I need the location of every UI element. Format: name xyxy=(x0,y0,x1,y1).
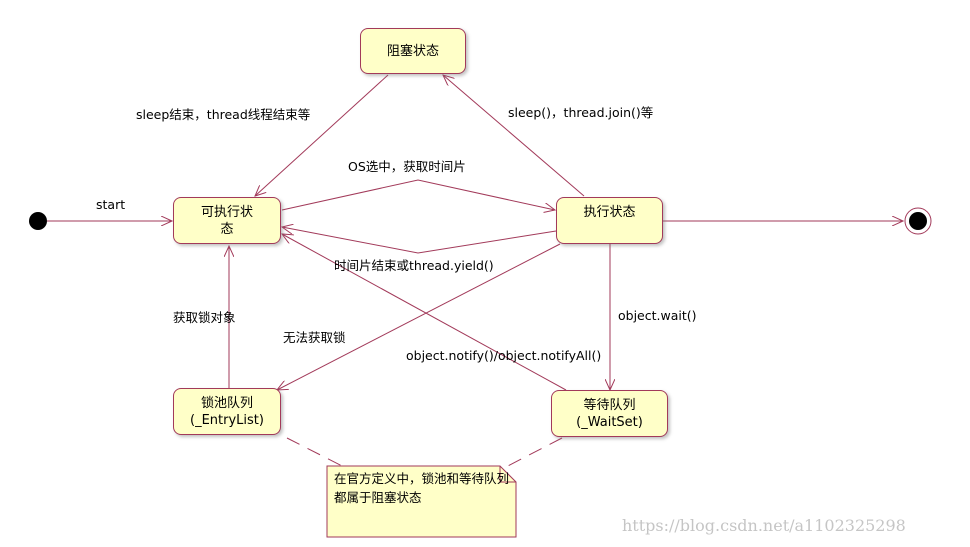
note-link-left xyxy=(286,437,351,471)
final-node-inner xyxy=(909,212,927,230)
label-no-lock: 无法获取锁 xyxy=(283,330,346,345)
state-runnable-line1: 可执行状 xyxy=(200,204,253,220)
state-runnable: 可执行状 态 xyxy=(173,197,281,244)
label-notify: object.notify()/object.notifyAll() xyxy=(406,348,602,363)
initial-node xyxy=(29,212,47,230)
edge-blocked-to-runnable xyxy=(255,74,389,196)
state-runnable-line2: 态 xyxy=(220,221,234,237)
note-link-right xyxy=(499,437,563,471)
label-wait: object.wait() xyxy=(618,308,697,323)
note-text: 在官方定义中，锁池和等待队列都属于阻塞状态 xyxy=(334,471,510,505)
state-blocked: 阻塞状态 xyxy=(360,28,466,74)
edge-running-to-blocked xyxy=(443,75,585,197)
watermark: https://blog.csdn.net/a1102325298 xyxy=(622,516,906,535)
state-wait-set: 等待队列 (_WaitSet) xyxy=(551,390,668,437)
note-shape xyxy=(326,465,517,538)
label-acquire-lock: 获取锁对象 xyxy=(173,310,236,325)
state-wait-line1: 等待队列 xyxy=(583,397,636,413)
state-entry-list: 锁池队列 (_EntryList) xyxy=(173,388,281,435)
label-os-select: OS选中，获取时间片 xyxy=(348,159,466,174)
edge-notify xyxy=(282,234,567,391)
label-start: start xyxy=(96,197,126,212)
edge-os-select xyxy=(281,179,555,210)
state-running-label: 执行状态 xyxy=(583,205,636,220)
label-blocked-to-runnable: sleep结束，thread线程结束等 xyxy=(136,107,311,122)
state-blocked-label: 阻塞状态 xyxy=(386,43,439,59)
state-entry-line1: 锁池队列 xyxy=(200,395,253,411)
label-yield: 时间片结束或thread.yield() xyxy=(334,258,494,273)
state-running: 执行状态 xyxy=(556,197,663,244)
edge-no-lock xyxy=(277,243,561,390)
state-wait-line2: (_WaitSet) xyxy=(576,414,643,430)
edge-yield xyxy=(282,227,557,254)
label-running-to-blocked: sleep()，thread.join()等 xyxy=(508,105,654,120)
state-entry-line2: (_EntryList) xyxy=(190,412,264,428)
